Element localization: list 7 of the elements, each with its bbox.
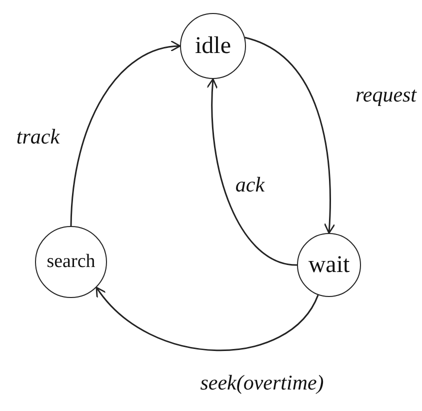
arrow [96, 286, 319, 352]
state-name: wait [308, 252, 350, 278]
state-name: search [46, 251, 96, 273]
state-name: idle [195, 32, 231, 60]
arrow [70, 41, 181, 226]
arrow [206, 78, 298, 266]
arrow [244, 36, 336, 234]
